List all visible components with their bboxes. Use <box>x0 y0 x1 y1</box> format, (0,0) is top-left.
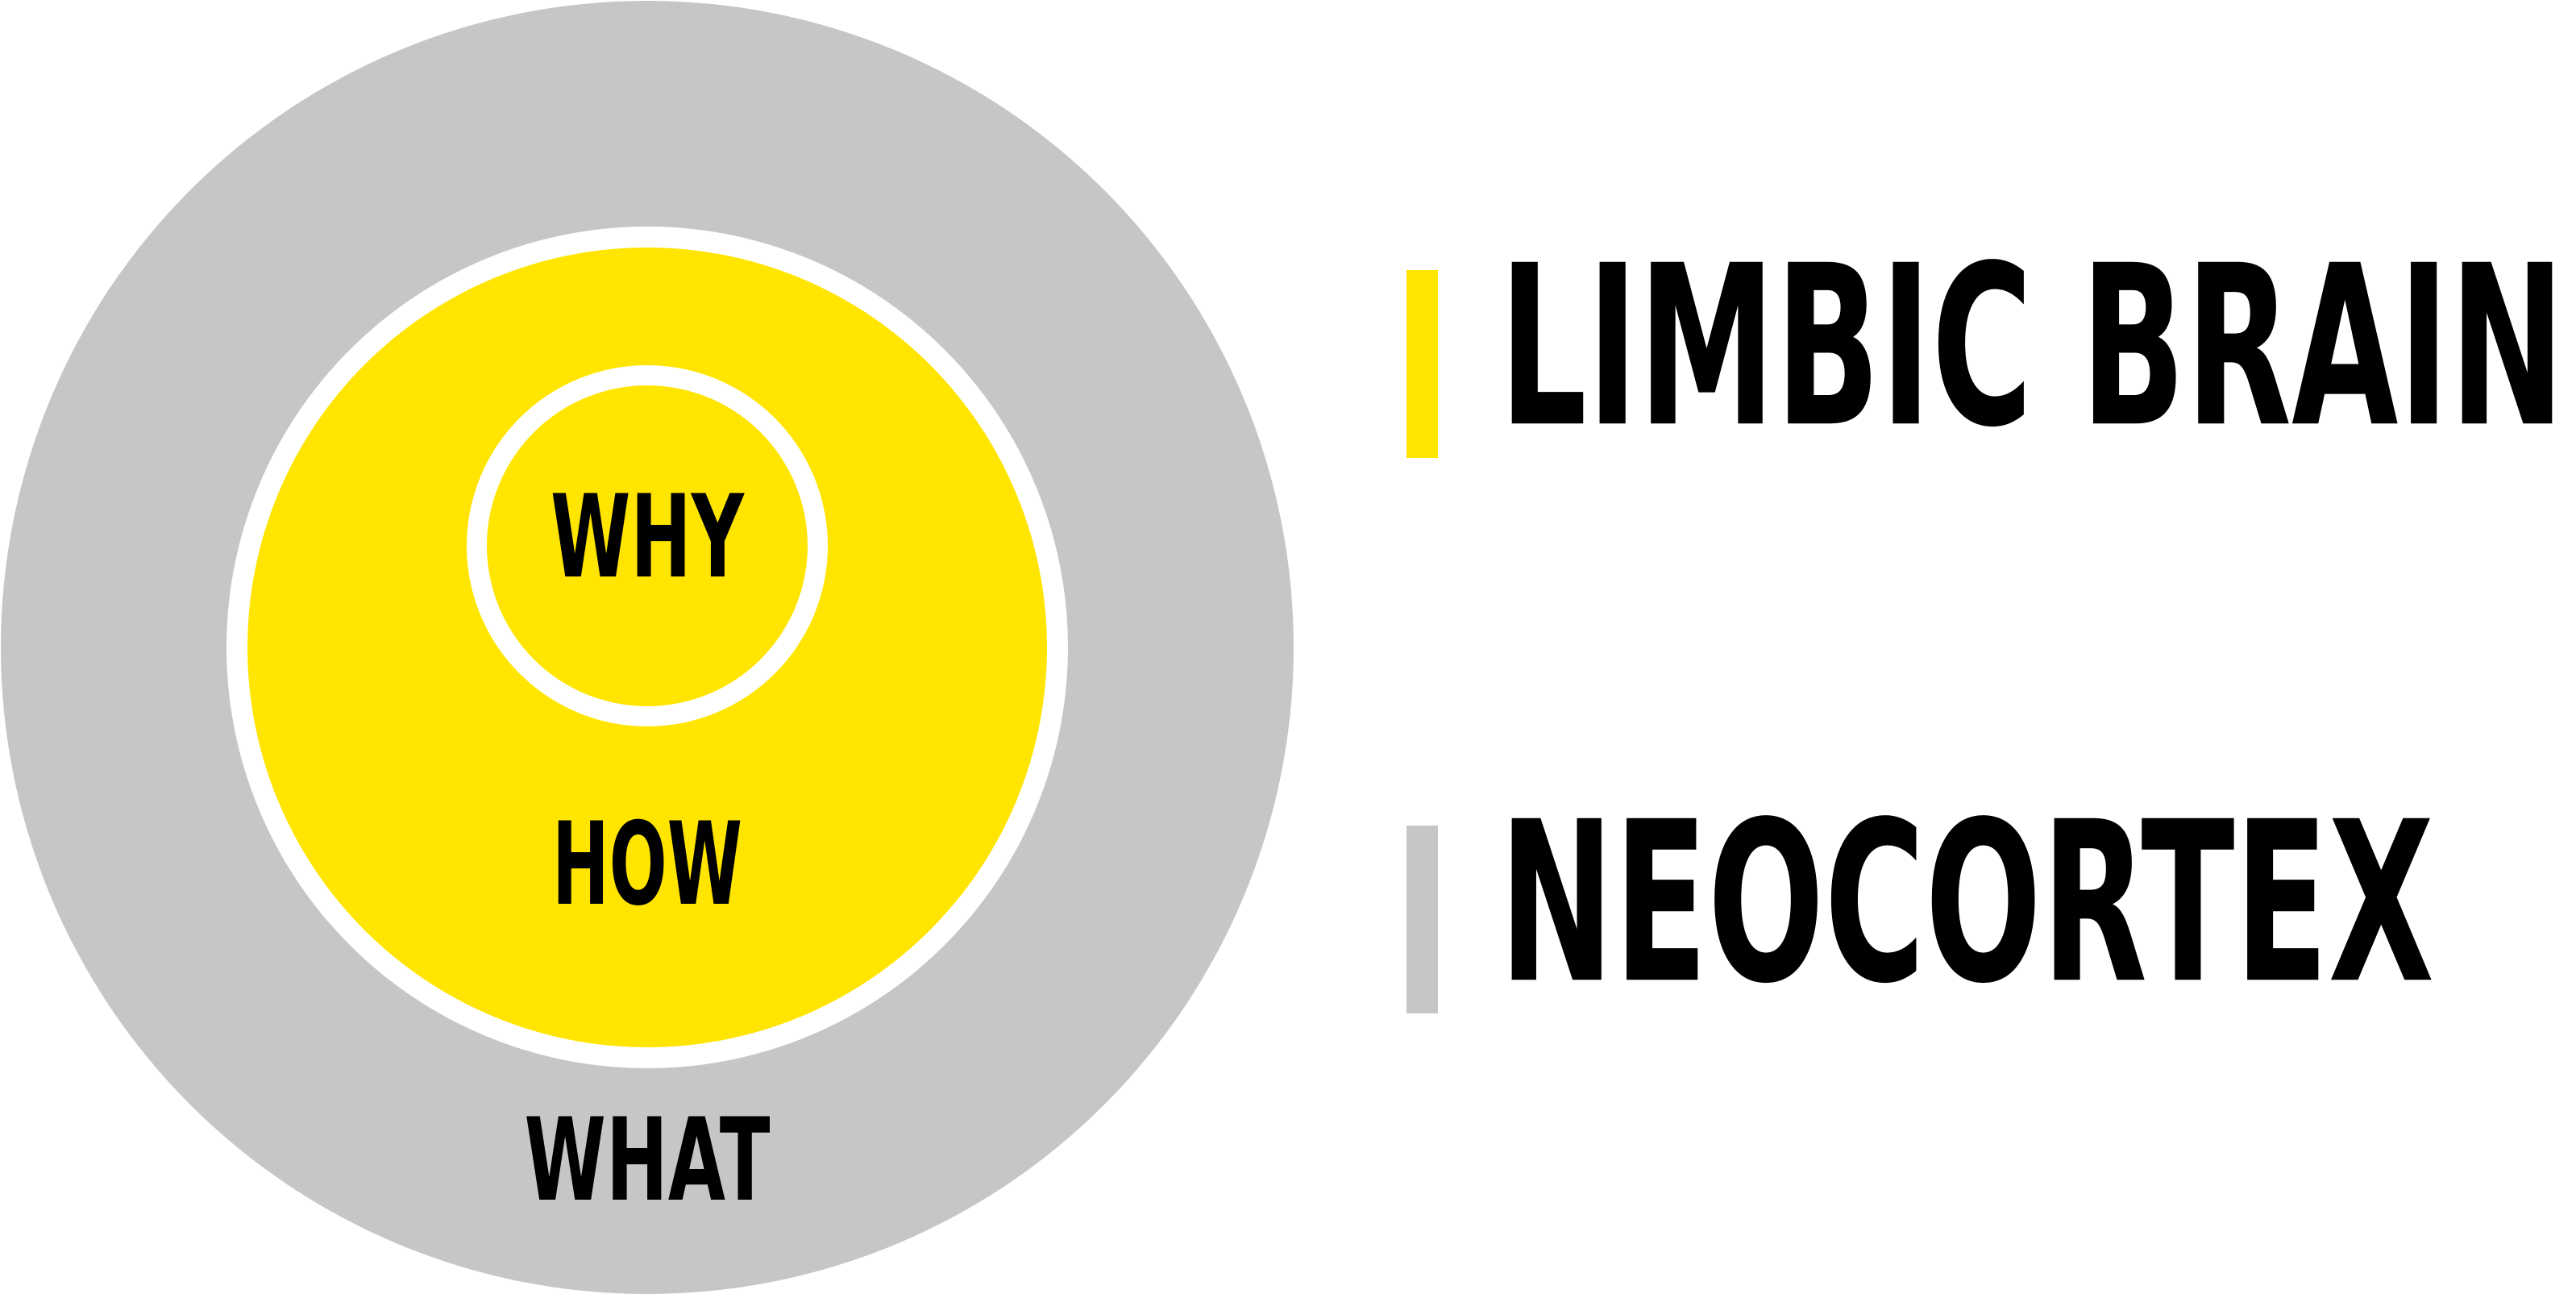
neocortex-label: NEOCORTEX <box>1499 774 2434 1032</box>
what-label: WHAT <box>525 1094 771 1227</box>
why-inner-circle <box>487 385 808 706</box>
why-label: WHY <box>551 471 745 604</box>
golden-circle: WHY HOW WHAT <box>1 1 1294 1294</box>
legend: LIMBIC BRAIN NEOCORTEX <box>1406 218 2565 1032</box>
legend-item-neocortex: NEOCORTEX <box>1406 774 2434 1032</box>
limbic-brain-swatch <box>1406 270 1438 458</box>
how-label: HOW <box>552 798 742 931</box>
neocortex-swatch <box>1406 826 1438 1013</box>
legend-item-limbic-brain: LIMBIC BRAIN <box>1406 218 2565 476</box>
limbic-brain-label: LIMBIC BRAIN <box>1499 218 2565 476</box>
